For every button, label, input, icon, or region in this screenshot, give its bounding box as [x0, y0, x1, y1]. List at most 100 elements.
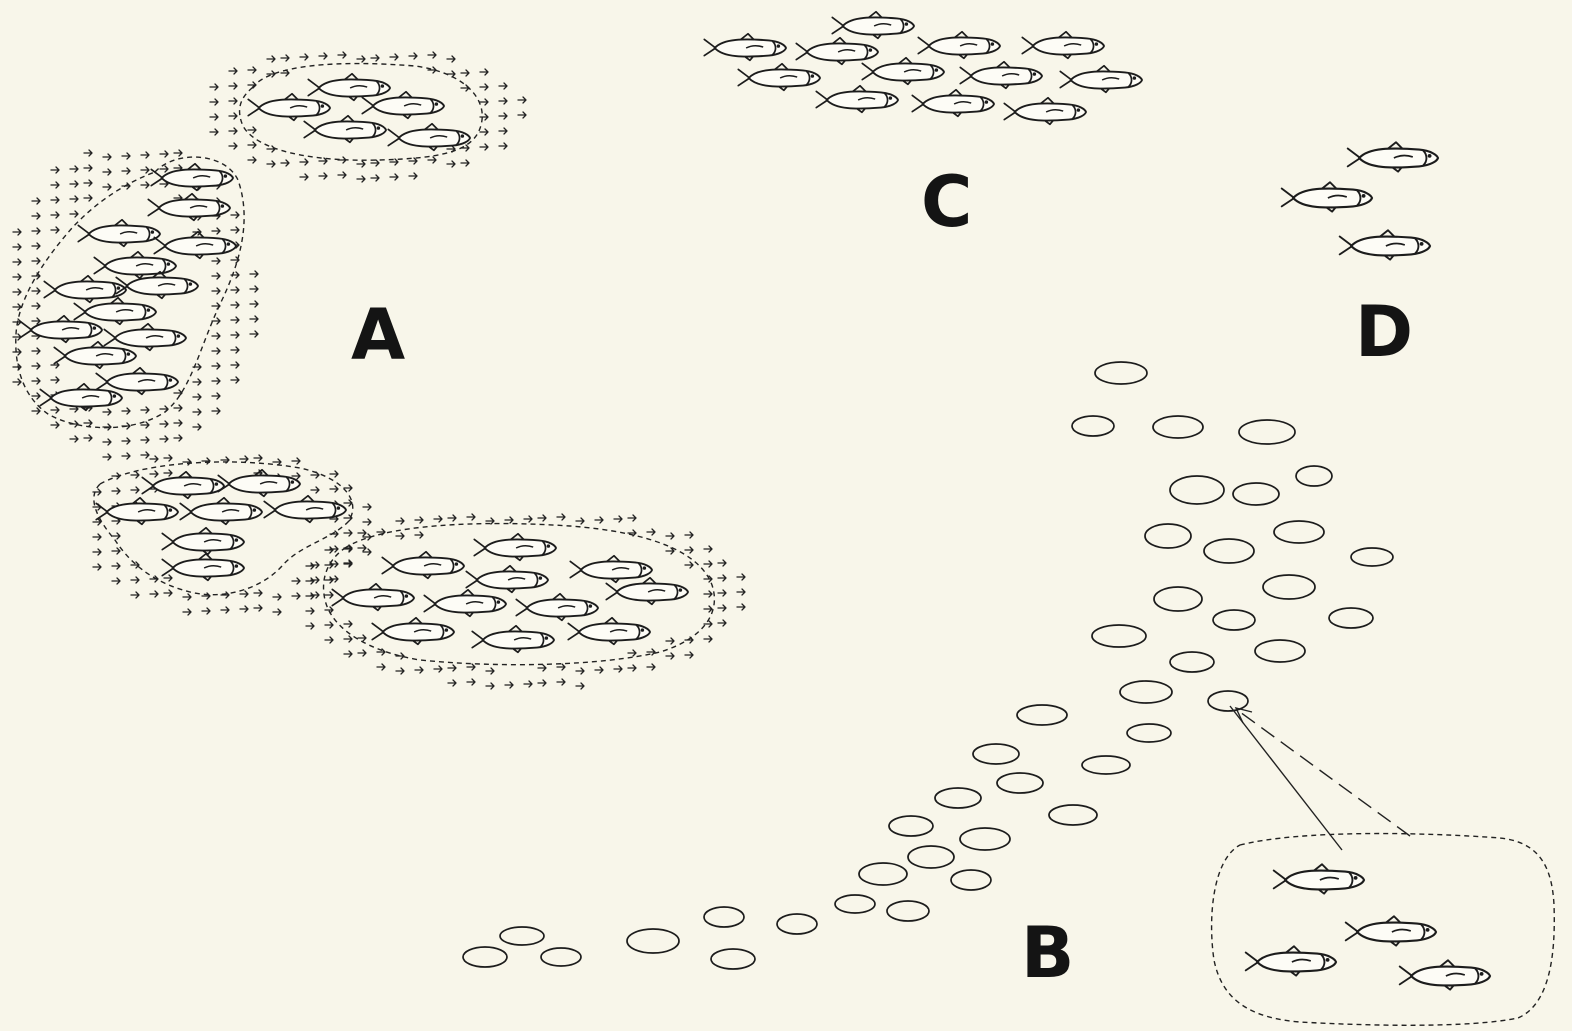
current-arrow-icon: [461, 85, 469, 91]
current-arrow-icon: [160, 406, 168, 412]
nest-ellipse: [835, 895, 875, 913]
current-arrow-icon: [480, 114, 488, 120]
nest-ellipse: [1170, 476, 1224, 504]
nest-ellipse: [1145, 524, 1191, 548]
current-arrow-icon: [32, 363, 40, 369]
fish-icon: [96, 498, 178, 525]
current-arrow-icon: [330, 471, 338, 477]
nest-ellipse: [1239, 420, 1295, 444]
current-arrow-icon: [212, 318, 220, 324]
current-arrow-icon: [344, 636, 352, 642]
current-arrow-icon: [32, 273, 40, 279]
current-arrow-icon: [112, 533, 120, 539]
current-arrow-icon: [32, 408, 40, 414]
current-arrow-icon: [51, 227, 59, 233]
current-arrow-icon: [306, 608, 314, 614]
current-arrow-icon: [210, 114, 218, 120]
current-arrow-icon: [415, 532, 423, 538]
current-arrow-icon: [122, 453, 130, 459]
current-arrow-icon: [221, 592, 229, 598]
current-arrow-icon: [524, 681, 532, 687]
current-arrow-icon: [212, 273, 220, 279]
fish-icon: [1246, 946, 1336, 975]
current-arrow-icon: [447, 56, 455, 62]
fish-icon: [1340, 230, 1430, 259]
current-arrow-icon: [319, 158, 327, 164]
current-arrow-icon: [13, 364, 21, 370]
current-arrow-icon: [112, 473, 120, 479]
current-arrow-icon: [358, 530, 366, 536]
current-arrow-icon: [358, 650, 366, 656]
current-arrow-icon: [212, 363, 220, 369]
current-arrow-icon: [13, 229, 21, 235]
nest-ellipse: [627, 929, 679, 953]
current-arrow-icon: [229, 98, 237, 104]
current-arrow-icon: [32, 198, 40, 204]
current-arrow-icon: [160, 166, 168, 172]
current-arrow-icon: [210, 84, 218, 90]
current-arrow-icon: [338, 172, 346, 178]
current-arrow-icon: [557, 514, 565, 520]
current-arrow-icon: [254, 590, 262, 596]
current-arrow-icon: [141, 452, 149, 458]
current-arrow-icon: [122, 183, 130, 189]
current-arrow-icon: [131, 472, 139, 478]
current-arrow-icon: [306, 623, 314, 629]
current-arrow-icon: [13, 289, 21, 295]
current-arrow-icon: [628, 665, 636, 671]
panel-label-d: D: [1355, 297, 1413, 367]
current-arrow-icon: [499, 98, 507, 104]
current-arrow-icon: [357, 176, 365, 182]
current-arrow-icon: [183, 609, 191, 615]
current-arrow-icon: [480, 99, 488, 105]
current-arrow-icon: [202, 608, 210, 614]
current-arrow-icon: [141, 182, 149, 188]
current-arrow-icon: [344, 515, 352, 521]
nest-ellipse: [889, 816, 933, 836]
panel-label-c: C: [921, 167, 972, 237]
current-arrow-icon: [164, 590, 172, 596]
fish-icon: [796, 38, 878, 65]
current-arrow-icon: [32, 318, 40, 324]
fish-icon: [142, 472, 224, 499]
current-arrow-icon: [183, 594, 191, 600]
current-arrow-icon: [231, 362, 239, 368]
fish-icon: [912, 90, 994, 117]
current-arrow-icon: [160, 151, 168, 157]
nest-ellipse: [1049, 805, 1097, 825]
current-arrow-icon: [704, 606, 712, 612]
nest-ellipse: [1263, 575, 1315, 599]
fish-icon: [74, 298, 156, 325]
fish-icon: [372, 618, 454, 645]
current-arrow-icon: [666, 653, 674, 659]
nest-ellipse: [1233, 483, 1279, 505]
fish-icon: [304, 116, 386, 143]
fish-icon: [1274, 864, 1364, 893]
current-arrow-icon: [13, 274, 21, 280]
current-arrow-icon: [164, 470, 172, 476]
current-arrow-icon: [150, 471, 158, 477]
panel-b-nest-colony: [463, 362, 1554, 1025]
current-arrow-icon: [32, 378, 40, 384]
current-arrow-icon: [325, 622, 333, 628]
current-arrow-icon: [32, 228, 40, 234]
current-arrow-icon: [447, 71, 455, 77]
current-arrow-icon: [467, 679, 475, 685]
nest-ellipse: [1208, 691, 1248, 711]
panel-c-school: [704, 12, 1142, 125]
current-arrow-icon: [273, 459, 281, 465]
fish-icon: [218, 470, 300, 497]
current-arrow-icon: [281, 55, 289, 61]
current-arrow-icon: [231, 377, 239, 383]
nest-ellipse: [1213, 610, 1255, 630]
current-arrow-icon: [704, 636, 712, 642]
current-arrow-icon: [311, 487, 319, 493]
current-arrow-icon: [576, 518, 584, 524]
current-arrow-icon: [212, 378, 220, 384]
nest-ellipse: [1274, 521, 1324, 543]
current-arrow-icon: [84, 165, 92, 171]
current-arrow-icon: [434, 516, 442, 522]
current-arrow-icon: [112, 578, 120, 584]
